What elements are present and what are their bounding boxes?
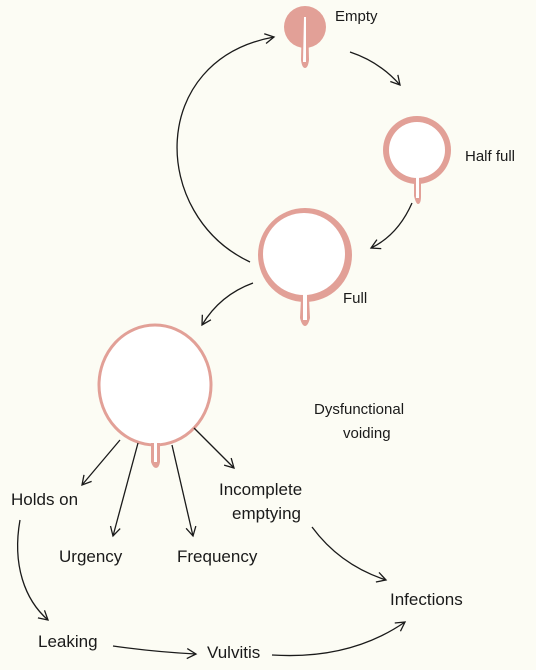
arrow-to-holds-on (81, 439, 121, 487)
incomplete-emptying-label-line2: emptying (232, 504, 301, 523)
arrow-leaking-to-vulvitis (112, 645, 198, 660)
arrow-full-to-distended (201, 282, 254, 327)
vulvitis-label: Vulvitis (207, 643, 261, 662)
dysfunctional-voiding-title-line1: Dysfunctional (314, 401, 405, 418)
urgency-label: Urgency (59, 547, 123, 566)
half-full-label: Half full (465, 148, 516, 165)
half-full-bladder (383, 116, 451, 204)
arrow-empty-to-half-full (349, 51, 401, 87)
dysfunctional-voiding-title-line2: voiding (343, 425, 391, 442)
arrow-to-incomplete-emptying (193, 427, 235, 469)
frequency-label: Frequency (177, 547, 258, 566)
distended-bladder (97, 323, 213, 468)
infections-label: Infections (390, 590, 463, 609)
arrow-holds-on-to-leaking (17, 519, 50, 621)
empty-label: Empty (335, 8, 378, 25)
arrow-incomplete-to-infections (311, 526, 388, 583)
arrow-half-full-to-full (369, 202, 413, 250)
holds-on-label: Holds on (11, 490, 79, 509)
arrow-to-urgency (109, 442, 139, 538)
full-label: Full (343, 290, 368, 307)
incomplete-emptying-label-line1: Incomplete (219, 480, 303, 499)
arrow-to-frequency (171, 444, 197, 538)
full-bladder (258, 208, 352, 326)
empty-bladder (284, 6, 326, 68)
leaking-label: Leaking (38, 632, 98, 651)
arrow-full-to-empty (176, 33, 276, 263)
arrow-vulvitis-to-infections (271, 621, 407, 657)
